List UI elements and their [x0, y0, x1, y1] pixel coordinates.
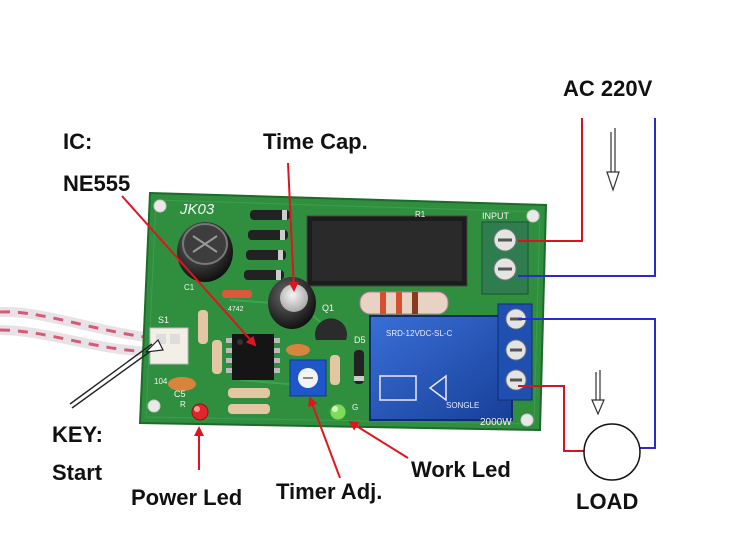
output-terminal-block: [497, 303, 533, 401]
relay-brand-label: SONGLE: [446, 401, 480, 410]
c1-label: C1: [184, 283, 195, 292]
power-resistor: [359, 291, 449, 315]
down-arrow-icon: [606, 128, 620, 192]
ac-220v-label: AC 220V: [563, 76, 653, 101]
power-led: [191, 403, 209, 421]
power-led-label: Power Led: [131, 485, 243, 510]
ic-ne555: [226, 334, 280, 380]
board-model-label: JK03: [180, 201, 215, 218]
d5-label: D5: [354, 335, 366, 345]
key-label: KEY:: [52, 422, 103, 447]
ic-label: IC:: [63, 129, 93, 154]
load-symbol: [583, 423, 641, 481]
work-led: [329, 403, 347, 421]
relay: [369, 315, 513, 421]
load-label: LOAD: [576, 489, 639, 514]
r-label: R: [180, 400, 186, 409]
work-led-label: Work Led: [411, 457, 511, 482]
q1-label: Q1: [322, 303, 335, 313]
capacitor-c1: [177, 222, 233, 282]
ceramic-capacitors: [168, 344, 310, 391]
s1-label: S1: [158, 315, 170, 325]
time-capacitor: [268, 277, 316, 329]
down-arrow-icon-load: [591, 370, 605, 416]
input-label: INPUT: [482, 211, 509, 221]
cap-code-label: 104: [154, 377, 168, 386]
start-label: Start: [52, 460, 103, 485]
c5-label: C5: [174, 389, 186, 399]
diode-code-label: 4742: [228, 306, 244, 313]
timer-adj-label: Timer Adj.: [276, 479, 383, 504]
ac-wiring: [518, 118, 656, 452]
ic-part-label: NE555: [63, 171, 131, 196]
annotation-arrows: [121, 162, 409, 479]
r1-label: R1: [415, 210, 426, 219]
g-label: G: [352, 403, 359, 412]
key-arrow-icon: [69, 338, 164, 409]
resistor-r1: [306, 215, 468, 287]
transistor-q1: [315, 318, 347, 340]
key-cable: [0, 306, 153, 357]
diode-d5: [354, 350, 364, 384]
input-terminal-block: [481, 221, 529, 295]
power-rating-label: 2000W: [480, 417, 512, 428]
diode-array: [222, 210, 290, 298]
time-cap-label: Time Cap.: [263, 129, 368, 154]
relay-model-label: SRD-12VDC-SL-C: [386, 329, 453, 338]
resistors: [198, 310, 340, 414]
timer-potentiometer: [289, 359, 327, 397]
